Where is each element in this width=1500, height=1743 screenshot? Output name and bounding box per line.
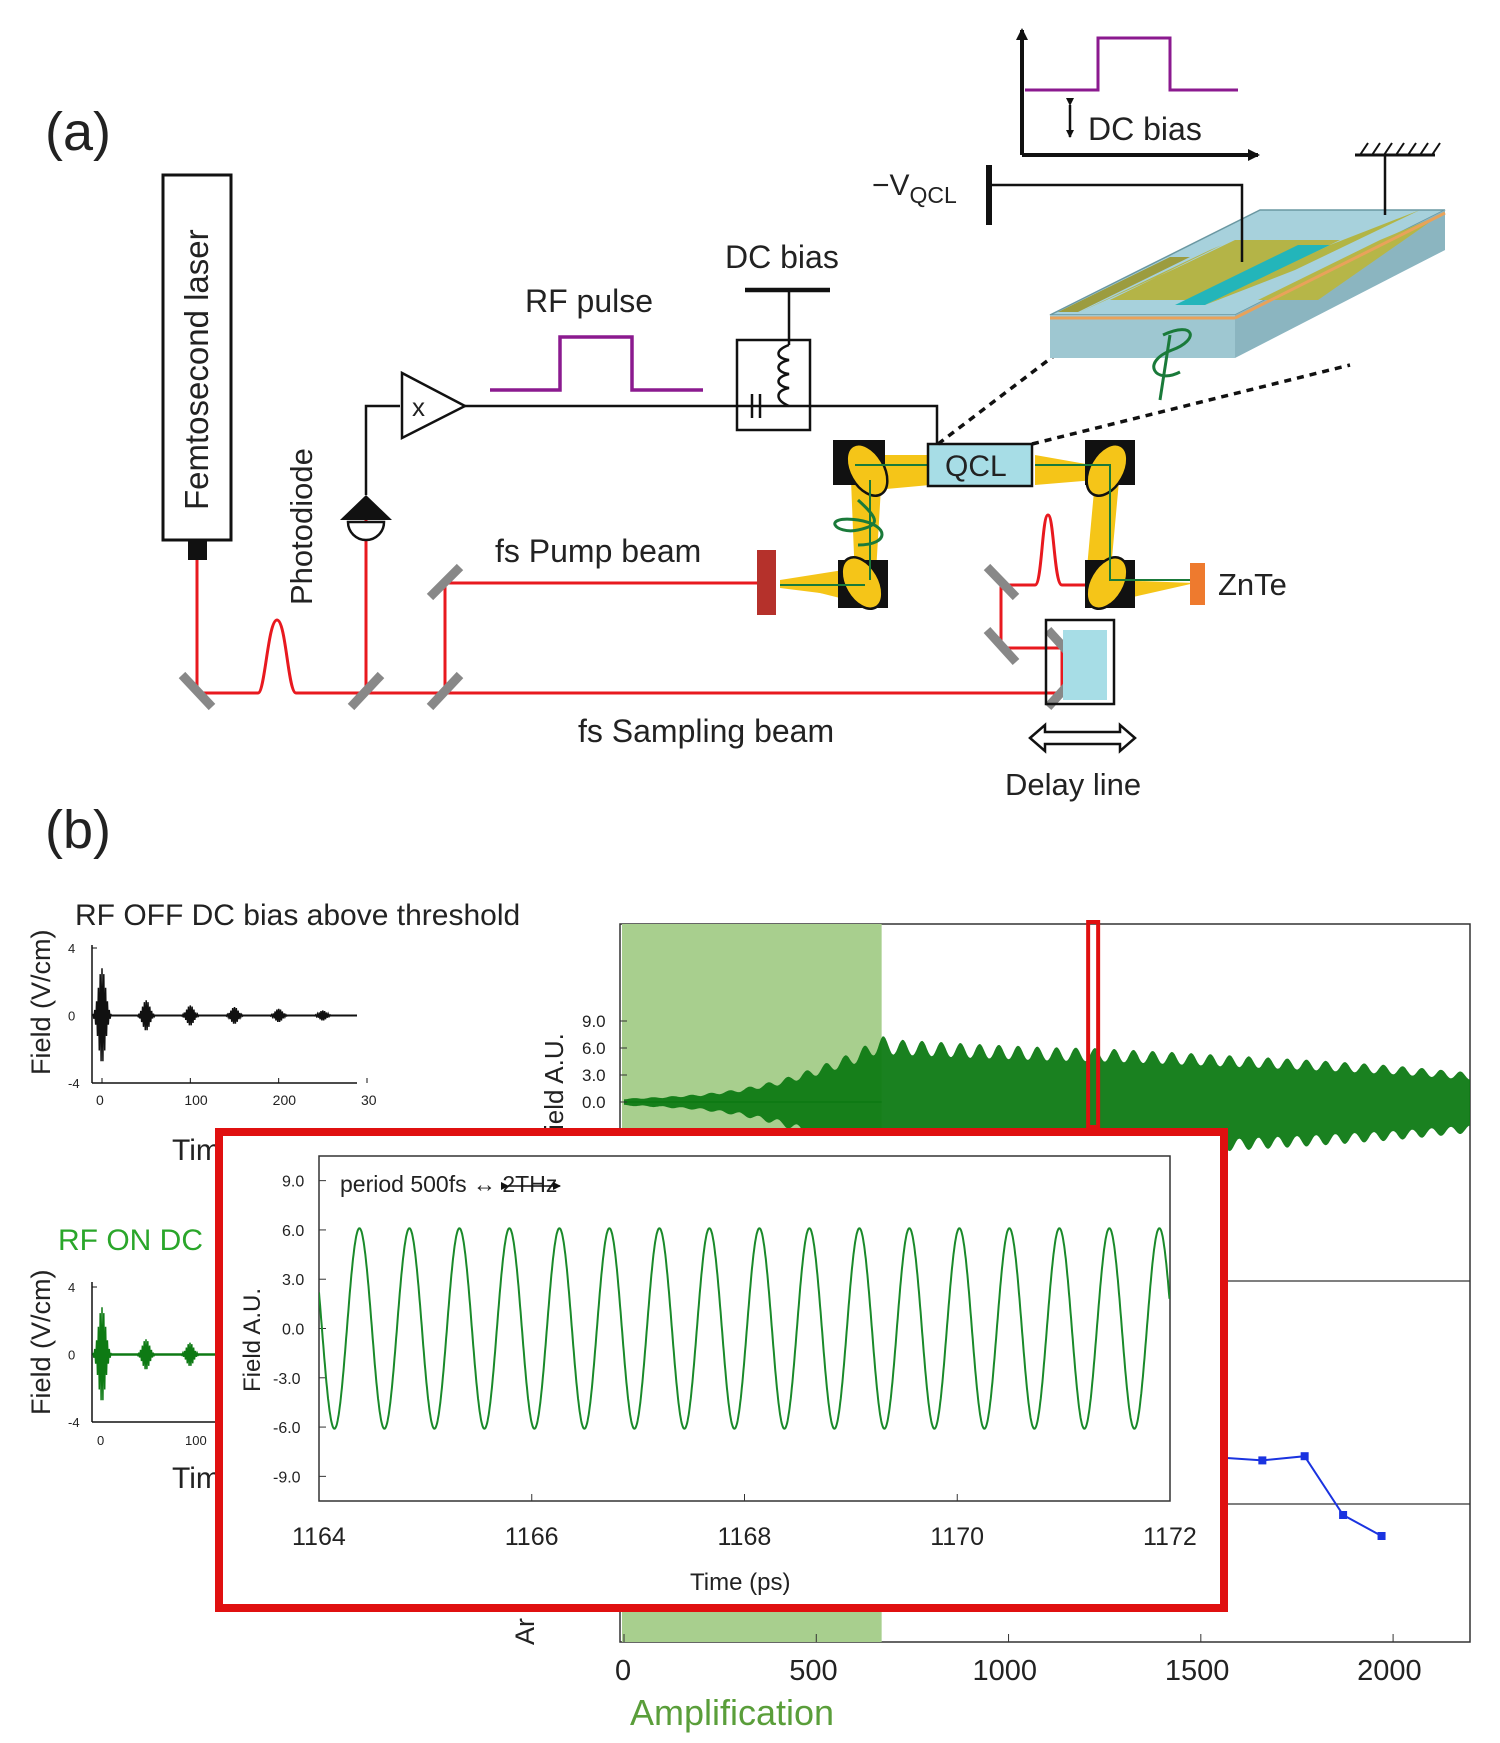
rf-wiring [364, 290, 939, 495]
inset-xlabel: Time (ps) [690, 1569, 790, 1596]
mixer-symbol: x [412, 392, 425, 422]
inset-annotation-text: period 500fs ↔ 2THz [340, 1171, 557, 1197]
rf-pulse-label: RF pulse [525, 283, 653, 319]
trace-pulse [269, 1008, 289, 1023]
sampling-beam-label: fs Sampling beam [578, 713, 834, 749]
x-tick-label: 2000 [1357, 1655, 1422, 1687]
y-tick-label: 4 [68, 1280, 75, 1295]
trace-pulse [92, 968, 112, 1062]
x-tick-label: 200 [273, 1092, 297, 1108]
y-tick-label: 9.0 [582, 1012, 606, 1031]
vqcl-subscript: QCL [910, 182, 958, 208]
y-tick-label: 3.0 [282, 1272, 304, 1289]
amplification-label: Amplification [630, 1692, 834, 1733]
photodiode-label: Photodiode [284, 448, 319, 605]
zoom-inset: 9.0 6.0 3.0 0.0 -3.0 -6.0 -9.0 1164 1166 1168 117… [215, 1128, 1228, 1612]
main-ylabel-fragment: ield A.U. [539, 1033, 569, 1130]
x-tick-label: 1164 [292, 1523, 346, 1551]
chart-rf-off-ylabel: Field (V/cm) [26, 929, 56, 1075]
y-tick-label: 4 [68, 941, 75, 956]
delay-line: Delay line [1005, 618, 1141, 802]
amplification-point [1300, 1452, 1309, 1461]
chart-rf-on-ylabel: Field (V/cm) [26, 1269, 56, 1415]
x-tick-label: 0 [97, 1433, 104, 1448]
mixer: x [400, 370, 468, 441]
y-tick-label: -4 [68, 1076, 80, 1091]
photodiode: Photodiode [284, 448, 392, 605]
znte-crystal [1190, 563, 1205, 605]
x-tick-label: 100 [184, 1092, 208, 1108]
femtosecond-laser: Femtosecond laser [161, 173, 233, 560]
x-tick-label: 1172 [1143, 1523, 1197, 1551]
x-tick-label: 1500 [1165, 1655, 1230, 1687]
x-tick-label: 0 [615, 1655, 631, 1687]
y-tick-label: 0.0 [282, 1322, 304, 1339]
chart-rf-off: RF OFF DC bias above threshold Field (V/… [26, 899, 520, 1167]
trace-pulse [136, 1000, 156, 1031]
thz-optics [780, 440, 1195, 610]
trace-pulse [180, 1342, 200, 1366]
y-tick-label: 0.0 [582, 1093, 606, 1112]
trace-pulse [92, 1307, 112, 1401]
svg-text:−VQCL: −VQCL [872, 169, 957, 208]
amplification-point [1339, 1511, 1348, 1519]
vqcl-label: −V [872, 169, 910, 202]
rf-pulse-waveform [490, 335, 703, 392]
y-tick-label: 3.0 [582, 1066, 606, 1085]
delay-line-label: Delay line [1005, 767, 1141, 802]
x-tick-label: 500 [789, 1655, 837, 1687]
bias-tee [735, 287, 830, 432]
y-tick-label: 0 [68, 1009, 75, 1024]
chart-rf-on-title: RF ON DC [58, 1224, 203, 1257]
chart-rf-on-xlabel: Tim [172, 1462, 221, 1495]
field-oscillation [319, 1227, 1170, 1430]
inset-annotation: period 500fs ↔ 2THz [340, 1171, 561, 1197]
chart-rf-off-xlabel: Tim [172, 1134, 221, 1167]
qcl-device: QCL [926, 442, 1034, 488]
y-tick-label: -9.0 [273, 1469, 301, 1486]
trace-pulse [136, 1339, 156, 1370]
bias-tee-dc-bias-label: DC bias [725, 239, 839, 275]
y-tick-label: 6.0 [582, 1039, 606, 1058]
inset-ylabel: Field A.U. [239, 1288, 266, 1392]
x-tick-label: 1168 [718, 1523, 772, 1551]
pump-target-crystal [757, 550, 776, 615]
x-tick-label: 0 [96, 1092, 104, 1108]
inset-dc-bias-label: DC bias [1088, 111, 1202, 147]
y-tick-label: 9.0 [282, 1174, 304, 1191]
laser-label: Femtosecond laser [178, 229, 215, 510]
y-tick-label: 0 [68, 1348, 75, 1363]
qcl-label: QCL [945, 450, 1007, 483]
y-tick-label: 6.0 [282, 1223, 304, 1240]
znte-label: ZnTe [1218, 567, 1287, 602]
panel-b-label: (b) [45, 800, 111, 860]
x-tick-label: 100 [185, 1433, 207, 1448]
zoom-dashes [936, 353, 1351, 446]
amplification-point [1377, 1532, 1386, 1540]
chart-rf-off-title: RF OFF DC bias above threshold [75, 899, 520, 932]
y-tick-label: -3.0 [273, 1371, 301, 1388]
x-tick-label: 1000 [973, 1655, 1038, 1687]
trace-pulse [224, 1007, 245, 1024]
amplification-point [1258, 1456, 1267, 1465]
x-tick-label: 30 [361, 1092, 377, 1108]
x-tick-label: 1170 [930, 1523, 984, 1551]
amp-ylabel-fragment: Ar [510, 1618, 540, 1645]
chart-rf-on: RF ON DC Field (V/cm) 4 0 -4 0 100 Tim [26, 1224, 221, 1495]
x-tick-label: 1166 [505, 1523, 559, 1551]
qcl-3d-sketch [1049, 142, 1446, 401]
trace-pulse [180, 1005, 200, 1026]
pump-beam-label: fs Pump beam [495, 533, 701, 569]
y-tick-label: -6.0 [273, 1420, 301, 1437]
trace-pulse [313, 1010, 333, 1021]
field-envelope [624, 1036, 1470, 1171]
bias-timing-inset: −VQCL DC bias [872, 28, 1260, 262]
panel-a-label: (a) [45, 102, 111, 162]
y-tick-label: -4 [68, 1415, 80, 1430]
